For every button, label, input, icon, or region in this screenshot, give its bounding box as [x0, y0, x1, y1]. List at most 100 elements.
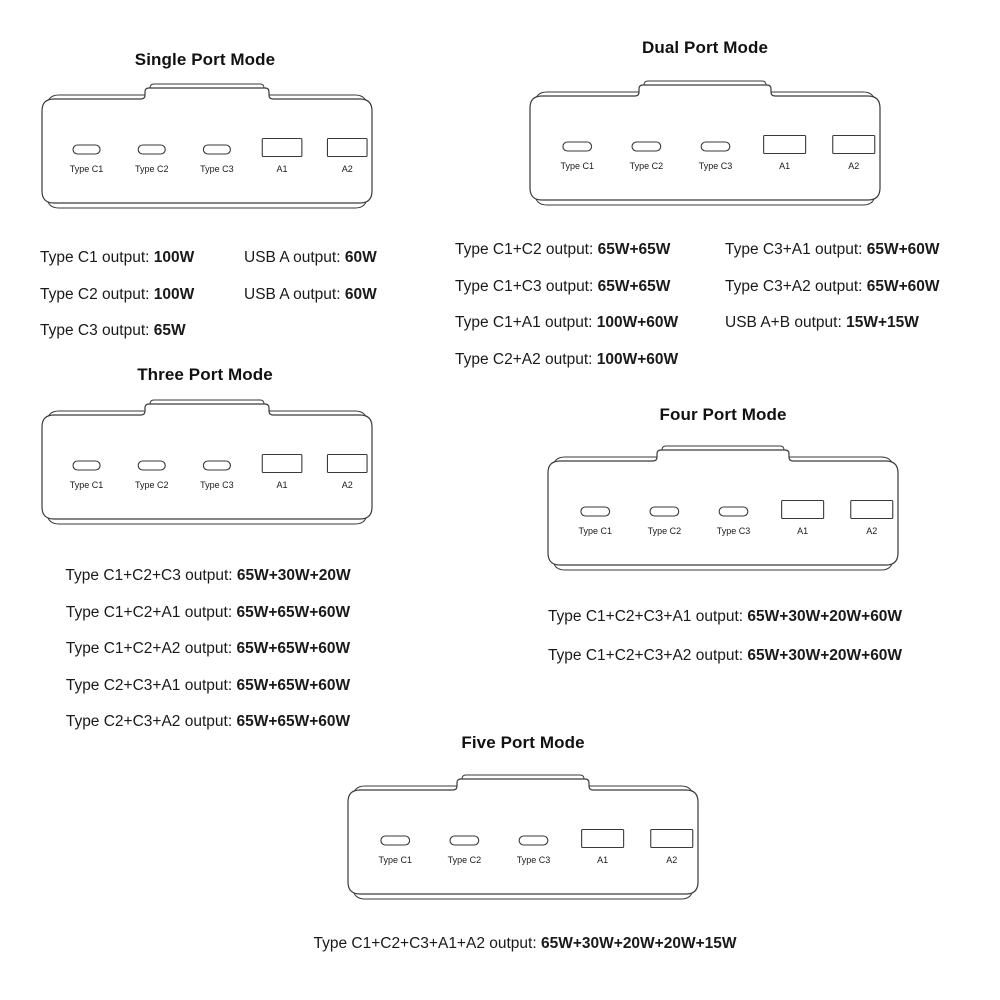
port-usb-a-icon [261, 453, 303, 474]
port-usb-c-icon [518, 835, 549, 846]
spec-value: 100W+60W [596, 350, 679, 368]
spec-label: Type C1+C2+C3+A1 output: [547, 608, 748, 625]
port-usb-c-icon [202, 144, 231, 155]
port-label-a1: A1 [797, 525, 809, 536]
spec-value: 60W [344, 249, 377, 266]
port-label-a1: A1 [779, 160, 791, 171]
spec-label: Type C1+C2+C3+A1+A2 output: [313, 935, 541, 952]
port-usb-c-icon [137, 460, 166, 471]
spec-value: 65W+30W+20W+60W [747, 646, 903, 664]
spec-line: Type C2 output: 100W [40, 282, 194, 308]
spec-label: Type C3 output: [40, 322, 154, 339]
spec-label: Type C1+C2+C3 output: [65, 567, 237, 584]
spec-value: 100W [153, 285, 195, 303]
port-label-type-c1: Type C1 [378, 854, 413, 865]
port-usb-c-icon [137, 144, 166, 155]
spec-value: 100W+60W [596, 314, 679, 331]
spec-line: USB A output: 60W [244, 245, 377, 271]
port-label-type-c2: Type C2 [447, 854, 482, 865]
spec-value: 60W [344, 285, 377, 303]
device-outline [41, 399, 373, 525]
port-label-type-c2: Type C2 [134, 163, 169, 174]
spec-label: Type C2+C3+A1 output: [65, 676, 237, 694]
spec-label: USB A+B output: [725, 314, 847, 331]
spec-value: 65W+60W [866, 241, 940, 258]
spec-line: Type C3 output: 65W [40, 318, 194, 344]
spec-line: Type C2+C3+A2 output: 65W+65W+60W [38, 709, 378, 735]
spec-label: Type C1+C2+A2 output: [65, 640, 237, 657]
spec-label: Type C2+C3+A2 output: [65, 713, 237, 730]
port-usb-c-icon [449, 835, 480, 846]
spec-label: Type C1+C2 output: [455, 241, 598, 258]
spec-line: Type C1+C2+C3 output: 65W+30W+20W [38, 563, 378, 589]
spec-label: USB A output: [244, 285, 345, 303]
spec-value: 65W+65W+60W [236, 640, 351, 657]
spec-line: Type C1 output: 100W [40, 245, 194, 271]
port-label-a2: A2 [341, 163, 353, 174]
port-usb-c-icon [718, 506, 749, 517]
port-usb-c-icon [562, 141, 593, 152]
spec-line: USB A output: 60W [244, 282, 377, 308]
port-usb-a-icon [261, 137, 303, 158]
port-label-type-c3: Type C3 [200, 163, 234, 174]
port-usb-c-icon [700, 141, 731, 152]
spec-value: 15W+15W [846, 314, 919, 331]
spec-label: Type C1+A1 output: [455, 314, 597, 331]
spec-label: Type C2+A2 output: [455, 350, 597, 368]
port-label-a1: A1 [597, 854, 609, 865]
spec-value: 100W [153, 249, 195, 266]
port-label-a1: A1 [276, 163, 288, 174]
port-usb-c-icon [631, 141, 662, 152]
port-usb-a-icon [581, 828, 625, 849]
spec-line: Type C1+C2+C3+A1+A2 output: 65W+30W+20W+… [280, 930, 770, 957]
port-usb-c-icon [72, 460, 101, 471]
spec-value: 65W+65W [597, 277, 671, 295]
port-usb-c-icon [649, 506, 680, 517]
port-label-type-c2: Type C2 [134, 479, 169, 490]
device-outline [529, 80, 881, 206]
spec-line: Type C3+A2 output: 65W+60W [725, 274, 940, 300]
port-usb-a-icon [650, 828, 694, 849]
spec-label: Type C1 output: [40, 249, 154, 266]
spec-value: 65W+65W [597, 241, 671, 258]
device-outline [547, 445, 899, 571]
port-usb-c-icon [202, 460, 231, 471]
spec-line: Type C2+A2 output: 100W+60W [455, 347, 678, 373]
spec-line: Type C1+C2+C3+A2 output: 65W+30W+20W+60W [515, 642, 935, 669]
spec-value: 65W+30W+20W+60W [747, 608, 903, 625]
spec-value: 65W [153, 322, 186, 339]
spec-line: Type C2+C3+A1 output: 65W+65W+60W [38, 673, 378, 699]
spec-value: 65W+60W [866, 277, 940, 295]
spec-label: Type C1+C2+A1 output: [65, 603, 237, 621]
spec-label: Type C3+A1 output: [725, 241, 867, 258]
spec-line: Type C3+A1 output: 65W+60W [725, 237, 940, 263]
spec-line: Type C1+C2+C3+A1 output: 65W+30W+20W+60W [515, 603, 935, 630]
spec-value: 65W+30W+20W+20W+15W [540, 935, 737, 952]
device-outline [347, 774, 699, 900]
port-usb-a-icon [850, 499, 894, 520]
spec-line: USB A+B output: 15W+15W [725, 310, 940, 336]
spec-line: Type C1+A1 output: 100W+60W [455, 310, 678, 336]
port-label-type-c1: Type C1 [560, 160, 595, 171]
spec-label: Type C1+C3 output: [455, 277, 598, 295]
spec-line: Type C1+C3 output: 65W+65W [455, 274, 678, 300]
spec-line: Type C1+C2+A2 output: 65W+65W+60W [38, 636, 378, 662]
spec-label: Type C2 output: [40, 285, 154, 303]
page-title-dual: Dual Port Mode [641, 38, 769, 57]
port-label-type-c2: Type C2 [647, 525, 682, 536]
spec-col-five-1: Type C1+C2+C3+A1+A2 output: 65W+30W+20W+… [280, 930, 770, 957]
spec-line: Type C1+C2+A1 output: 65W+65W+60W [38, 600, 378, 626]
port-label-a2: A2 [341, 479, 353, 490]
port-usb-a-icon [326, 453, 368, 474]
